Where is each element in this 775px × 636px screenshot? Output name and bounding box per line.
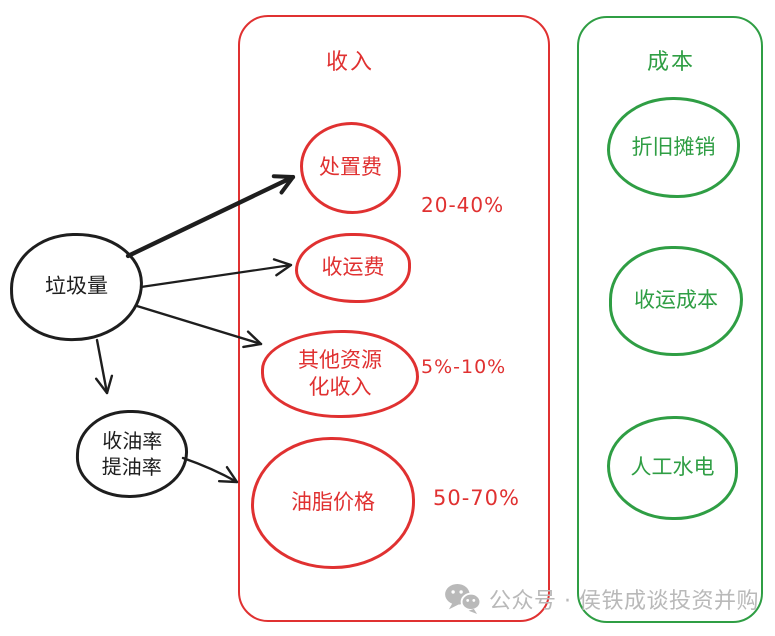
- node-other-resource-income-line2: 化收入: [308, 375, 372, 399]
- node-labor-utilities-label: 人工水电: [630, 455, 715, 480]
- watermark-text: 公众号 · 侯铁成谈投资并购: [489, 589, 759, 614]
- node-disposal-fee-label: 处置费: [319, 155, 382, 180]
- node-collection-fee: 收运费: [295, 233, 411, 303]
- cost-group-box: [577, 16, 763, 623]
- node-other-resource-income: 其他资源 化收入: [261, 330, 419, 418]
- node-garbage-volume: 垃圾量: [9, 231, 144, 343]
- oil-price-percentage: 50-70%: [433, 486, 520, 510]
- node-depreciation-amortization: 折旧摊销: [607, 97, 740, 198]
- node-oil-recovery-rate-line1: 收油率: [102, 428, 163, 454]
- node-oil-price-label: 油脂价格: [291, 490, 375, 515]
- arrow-oil-rate-to-oil-price: [181, 456, 239, 484]
- node-collection-cost-label: 收运成本: [634, 288, 718, 313]
- node-collection-fee-label: 收运费: [321, 255, 385, 280]
- disposal-fee-percentage: 20-40%: [421, 193, 505, 217]
- watermark: 公众号 · 侯铁成谈投资并购: [444, 583, 759, 615]
- node-labor-utilities: 人工水电: [607, 416, 738, 520]
- other-resource-income-percentage: 5%-10%: [421, 356, 507, 378]
- node-other-resource-income-line1: 其他资源: [298, 347, 382, 372]
- node-garbage-volume-label: 垃圾量: [44, 273, 109, 299]
- node-collection-cost: 收运成本: [609, 246, 743, 356]
- node-oil-recovery-rate-line2: 提油率: [101, 454, 162, 480]
- wechat-icon: [445, 583, 482, 615]
- revenue-group-title: 收入: [325, 50, 374, 75]
- cost-group-title: 成本: [646, 50, 695, 75]
- node-disposal-fee: 处置费: [300, 122, 401, 214]
- node-oil-recovery-rate: 收油率 提油率: [75, 409, 189, 499]
- arrow-garbage-to-oil-rate: [94, 338, 114, 395]
- node-oil-price: 油脂价格: [251, 437, 415, 569]
- node-depreciation-amortization-label: 折旧摊销: [631, 134, 716, 159]
